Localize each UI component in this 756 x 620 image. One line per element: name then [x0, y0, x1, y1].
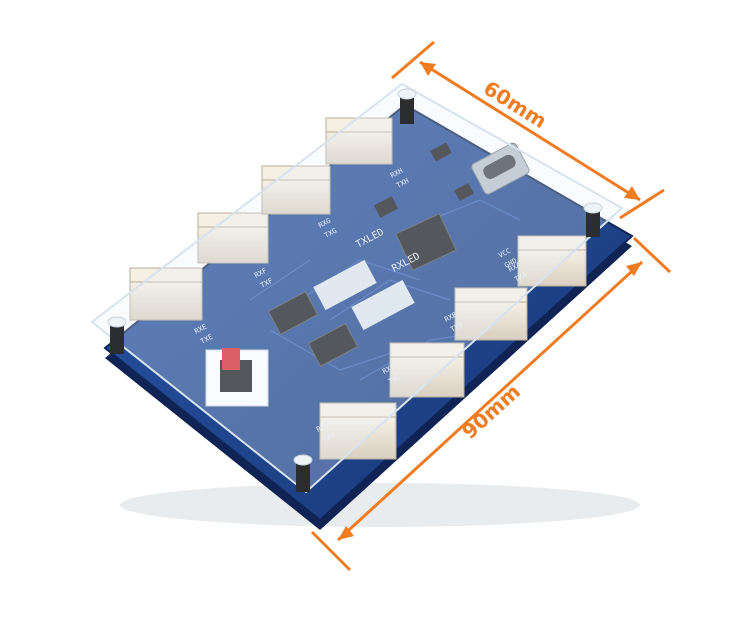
standoff-right	[583, 202, 603, 237]
usb-c-port	[471, 142, 530, 195]
standoff-bottom	[293, 454, 313, 492]
jumper-header	[205, 348, 269, 407]
connector-a	[517, 235, 587, 287]
standoff-left	[107, 316, 127, 354]
mcu-chip	[395, 213, 457, 271]
connector-e	[129, 267, 203, 321]
standoffs	[107, 88, 603, 492]
small-ic-2	[430, 142, 452, 162]
red-jumper-cap	[222, 348, 240, 370]
driver-chip-2	[307, 322, 359, 368]
connector-row-bottom	[319, 235, 587, 460]
board-shadow	[120, 483, 640, 527]
connector-row-top	[129, 117, 393, 321]
tx-led-array	[313, 259, 377, 311]
small-ic-1	[373, 196, 399, 218]
small-ic-3	[454, 182, 474, 202]
acrylic-cover	[90, 82, 624, 494]
standoff-top	[397, 88, 417, 124]
rx-led-array	[351, 279, 415, 331]
connector-b	[454, 287, 528, 341]
driver-chip-1	[267, 290, 319, 336]
